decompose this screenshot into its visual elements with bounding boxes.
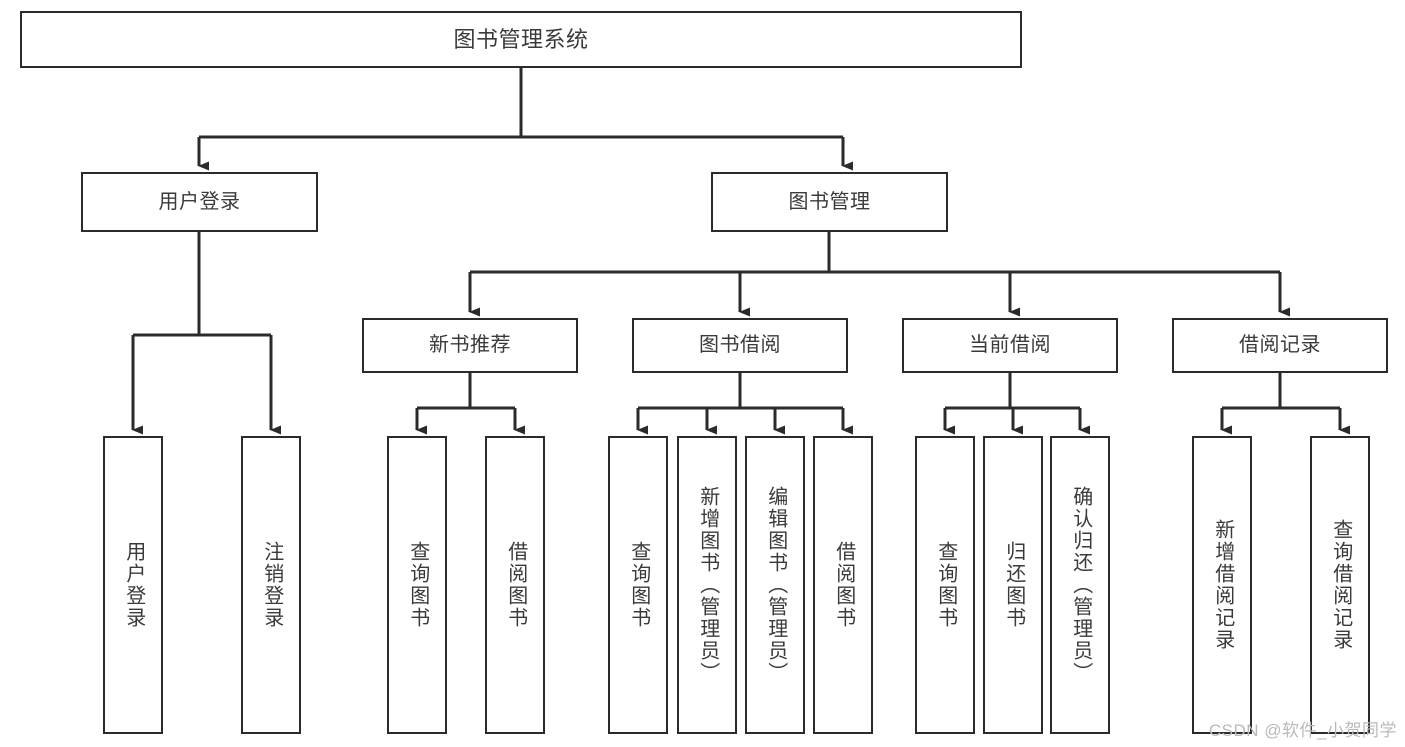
node-borrow-record[interactable]: 借阅记录 (1172, 318, 1388, 373)
node-root-label: 图书管理系统 (453, 26, 589, 52)
node-leaf-return-book[interactable]: 归还图书 (983, 436, 1043, 734)
node-borrow-record-label: 借阅记录 (1239, 334, 1321, 356)
node-leaf-query-book-1-label: 查询图书 (406, 541, 429, 629)
node-leaf-borrow-book-2-label: 借阅图书 (832, 541, 855, 629)
node-leaf-borrow-book-1-label: 借阅图书 (504, 541, 527, 629)
watermark-text: CSDN @软件_小贺同学 (1208, 721, 1397, 740)
node-new-book-recommend-label: 新书推荐 (429, 334, 511, 356)
node-leaf-query-book-3[interactable]: 查询图书 (915, 436, 975, 734)
node-root[interactable]: 图书管理系统 (20, 11, 1022, 68)
node-current-borrow-label: 当前借阅 (969, 334, 1051, 356)
node-book-borrow[interactable]: 图书借阅 (632, 318, 848, 373)
node-leaf-query-record-label: 查询借阅记录 (1329, 519, 1352, 651)
node-current-borrow[interactable]: 当前借阅 (902, 318, 1118, 373)
node-leaf-borrow-book-2[interactable]: 借阅图书 (813, 436, 873, 734)
node-leaf-edit-book[interactable]: 编辑图书（管理员） (745, 436, 805, 734)
edge-book-manage-to-level2 (468, 232, 1290, 317)
node-leaf-logout-login[interactable]: 注销登录 (241, 436, 301, 734)
node-leaf-add-record[interactable]: 新增借阅记录 (1192, 436, 1252, 734)
node-user-login-label: 用户登录 (158, 190, 241, 213)
node-new-book-recommend[interactable]: 新书推荐 (362, 318, 578, 373)
edge-current-borrow-to-leaves (943, 373, 1090, 435)
node-leaf-query-book-2[interactable]: 查询图书 (608, 436, 668, 734)
node-leaf-confirm-return-label: 确认归还（管理员） (1069, 486, 1092, 684)
node-book-manage-label: 图书管理 (788, 190, 871, 213)
node-leaf-add-book-label: 新增图书（管理员） (696, 486, 719, 684)
edge-book-borrow-to-leaves (636, 373, 853, 435)
edge-borrow-record-to-leaves (1220, 373, 1350, 435)
node-book-borrow-label: 图书借阅 (699, 334, 781, 356)
node-leaf-user-login-label: 用户登录 (122, 541, 145, 629)
node-leaf-logout-login-label: 注销登录 (260, 541, 283, 629)
node-leaf-add-record-label: 新增借阅记录 (1211, 519, 1234, 651)
node-leaf-query-record[interactable]: 查询借阅记录 (1310, 436, 1370, 734)
edge-user-login-to-leaves (131, 232, 281, 435)
node-book-manage[interactable]: 图书管理 (711, 172, 948, 232)
edge-new-book-recommend-to-leaves (415, 373, 525, 435)
node-leaf-user-login[interactable]: 用户登录 (103, 436, 163, 734)
node-leaf-borrow-book-1[interactable]: 借阅图书 (485, 436, 545, 734)
node-leaf-edit-book-label: 编辑图书（管理员） (764, 486, 787, 684)
node-user-login[interactable]: 用户登录 (81, 172, 318, 232)
node-leaf-return-book-label: 归还图书 (1002, 541, 1025, 629)
node-leaf-confirm-return[interactable]: 确认归还（管理员） (1050, 436, 1110, 734)
node-leaf-query-book-1[interactable]: 查询图书 (387, 436, 447, 734)
edge-root-to-level1 (197, 68, 853, 171)
node-leaf-query-book-2-label: 查询图书 (627, 541, 650, 629)
node-leaf-query-book-3-label: 查询图书 (934, 541, 957, 629)
node-leaf-add-book[interactable]: 新增图书（管理员） (677, 436, 737, 734)
